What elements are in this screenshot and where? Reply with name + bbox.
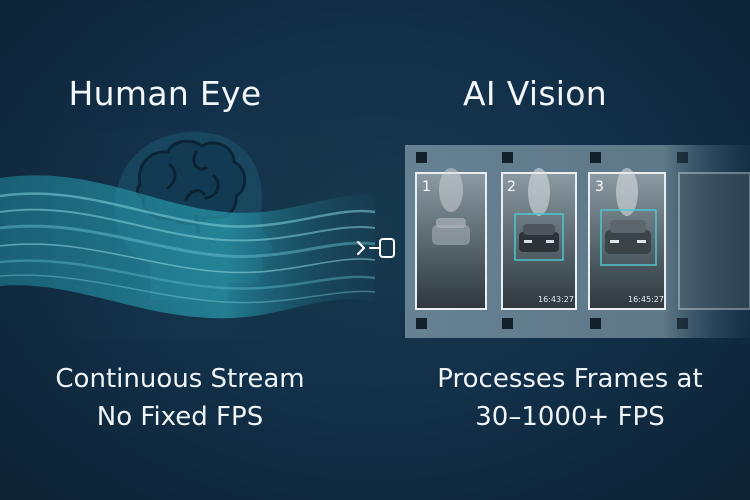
frame-number: 3 [595,179,604,195]
frame-timestamp: 16:43:27 [538,295,574,304]
frame-timestamp: 16:45:27 [628,295,664,304]
video-frame-4 [678,172,750,310]
ai-vision-caption: Processes Frames at 30–1000+ FPS [400,360,740,436]
caption-line: Continuous Stream [55,364,305,394]
ai-vision-title: AI Vision [463,74,607,113]
caption-line: Processes Frames at [437,364,703,394]
frame-number: 1 [422,179,431,195]
human-eye-caption: Continuous Stream No Fixed FPS [30,360,330,436]
video-frame-2: 2 16:43:27 [501,168,577,310]
arrow-frame-icon [357,238,395,258]
human-eye-title: Human Eye [68,74,262,113]
continuous-stream-wave [0,175,376,319]
detection-box [600,209,657,266]
video-frame-1: 1 [415,168,487,310]
video-frame-3: 3 16:45:27 [588,168,666,310]
caption-line: 30–1000+ FPS [475,402,665,432]
detection-box [514,213,564,261]
frame-number: 2 [507,179,516,195]
caption-line: No Fixed FPS [96,402,264,432]
